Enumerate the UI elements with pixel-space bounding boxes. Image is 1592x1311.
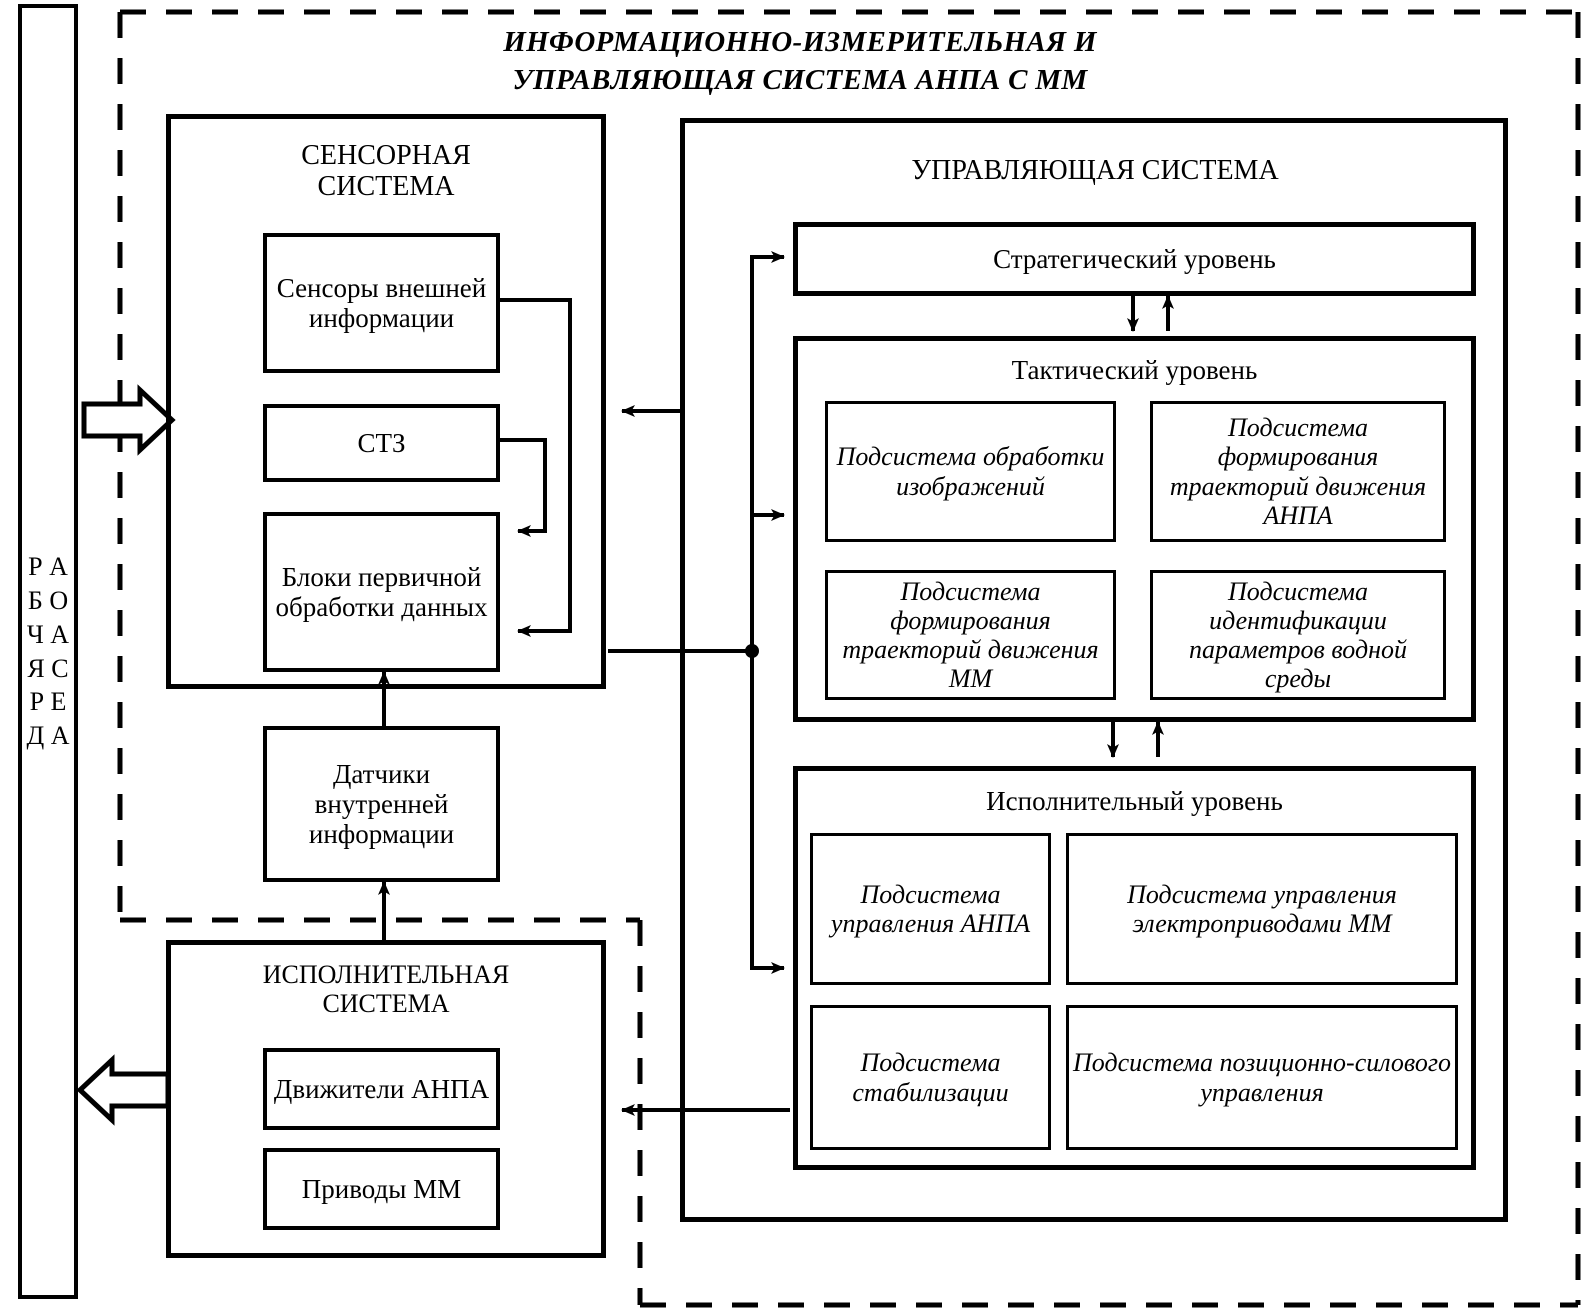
block-strategic-level[interactable]: Стратегический уровень	[793, 222, 1476, 296]
block-image-processing[interactable]: Подсистема обработки изображений	[825, 401, 1116, 542]
sensor-system-container	[166, 114, 606, 689]
block-internal-sensors[interactable]: Датчики внутренней информации	[263, 726, 500, 882]
env-to-sensor-block-arrow	[81, 384, 176, 456]
tactical-level-title: Тактический уровень	[1011, 355, 1258, 385]
block-position-force-control[interactable]: Подсистема позиционно-силового управлени…	[1066, 1005, 1458, 1150]
executive-system-title: ИСПОЛНИТЕЛЬНАЯ СИСТЕМА	[262, 960, 510, 1019]
executive-system-container	[166, 940, 606, 1258]
block-mm-drives[interactable]: Приводы ММ	[263, 1148, 500, 1230]
executive-level-container	[793, 766, 1476, 1170]
diagram-title-line2: УПРАВЛЯЮЩАЯ СИСТЕМА АНПА С ММ	[512, 64, 1088, 96]
executive-to-env-block-arrow	[76, 1054, 171, 1126]
block-auv-control[interactable]: Подсистема управления АНПА	[810, 833, 1051, 985]
block-mm-trajectory[interactable]: Подсистема формирования траекторий движе…	[825, 570, 1116, 700]
block-mm-electric-drive-control[interactable]: Подсистема управления электроприводами М…	[1066, 833, 1458, 985]
block-stz[interactable]: СТЗ	[263, 404, 500, 482]
working-environment-strip: Р А Б О Ч А Я С Р Е Д А	[18, 4, 78, 1299]
working-environment-label: Р А Б О Ч А Я С Р Е Д А	[26, 552, 70, 751]
tactical-level-container	[793, 336, 1476, 722]
diagram-title-line1: ИНФОРМАЦИОННО-ИЗМЕРИТЕЛЬНАЯ И	[503, 26, 1097, 58]
control-system-title: УПРАВЛЯЮЩАЯ СИСТЕМА	[911, 155, 1279, 186]
block-auv-trajectory[interactable]: Подсистема формирования траекторий движе…	[1150, 401, 1446, 542]
block-stabilization[interactable]: Подсистема стабилизации	[810, 1005, 1051, 1150]
executive-level-title: Исполнительный уровень	[986, 786, 1283, 816]
block-water-params-identification[interactable]: Подсистема идентификации параметров водн…	[1150, 570, 1446, 700]
control-system-container	[680, 118, 1508, 1222]
sensor-system-title: СЕНСОРНАЯ СИСТЕМА	[301, 140, 471, 203]
block-primary-processing[interactable]: Блоки первичной обработки данных	[263, 512, 500, 672]
block-auv-thrusters[interactable]: Движители АНПА	[263, 1048, 500, 1130]
block-external-sensors[interactable]: Сенсоры внешней информации	[263, 233, 500, 373]
